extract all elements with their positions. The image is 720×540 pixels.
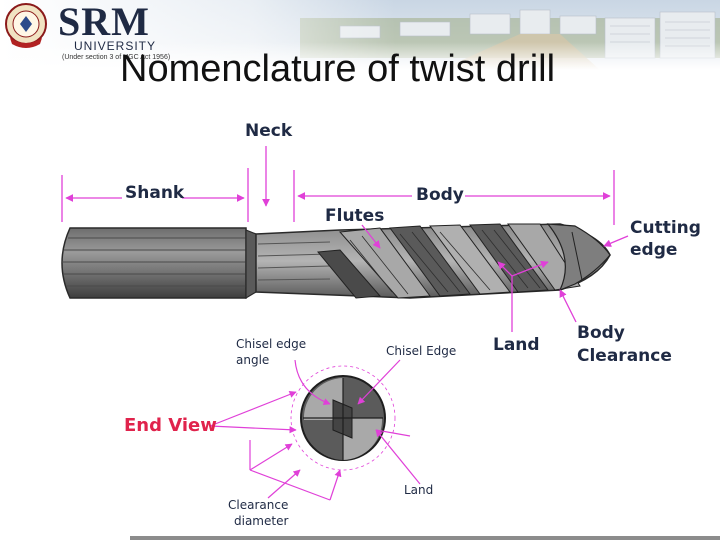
campus-banner-image — [0, 0, 720, 70]
label-chisel-edge-angle-line1: Chisel edge — [236, 337, 307, 351]
end-view-dimension-lines — [209, 359, 421, 501]
slide-header: SRM UNIVERSITY (Under section 3 of UGC A… — [0, 0, 720, 90]
label-end-view: End View — [124, 415, 217, 436]
label-cutting-edge-line1: Cutting — [630, 218, 701, 238]
drill-point — [546, 223, 611, 292]
label-land: Land — [493, 335, 540, 355]
logo-subtitle: (Under section 3 of UGC Act 1956) — [62, 54, 171, 61]
label-shank: Shank — [125, 183, 185, 203]
label-flutes: Flutes — [325, 206, 385, 226]
page-title: Nomenclature of twist drill — [120, 48, 556, 90]
label-body: Body — [416, 185, 464, 205]
label-body-clearance-line1: Body — [577, 323, 625, 343]
footer-divider — [130, 536, 720, 540]
drill-body — [255, 223, 611, 299]
university-seal-icon — [5, 3, 47, 48]
label-body-clearance-line2: Clearance — [577, 346, 672, 366]
drill-neck — [245, 229, 257, 300]
dimension-lines — [61, 146, 629, 332]
label-neck: Neck — [245, 121, 293, 141]
label-end-view-land: Land — [404, 483, 434, 497]
label-chisel-edge-angle-line2: angle — [236, 353, 270, 367]
drill-flutes — [317, 223, 581, 299]
drill-shank — [61, 227, 247, 299]
logo-wordmark: SRM — [58, 0, 150, 44]
label-cutting-edge-line2: edge — [630, 240, 678, 260]
logo-university-text: UNIVERSITY — [74, 39, 157, 53]
label-chisel-edge: Chisel Edge — [386, 344, 457, 358]
label-clearance-diameter-line1: Clearance — [228, 498, 289, 512]
label-clearance-diameter-line2: diameter — [234, 514, 289, 528]
